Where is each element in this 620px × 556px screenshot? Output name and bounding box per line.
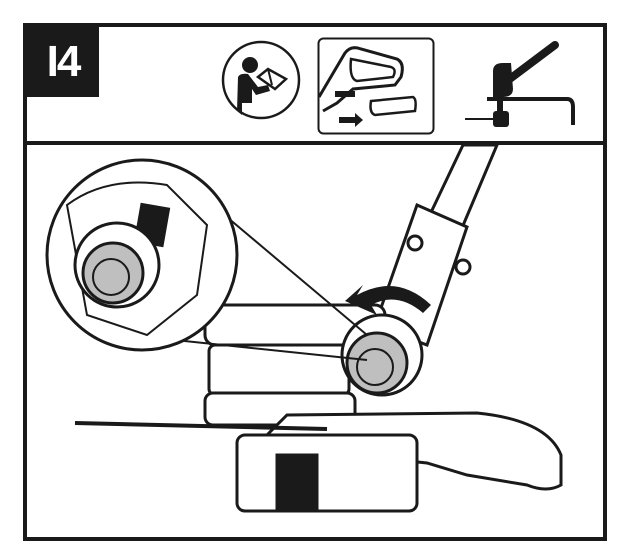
guard bbox=[74, 411, 563, 513]
instruction-panel: I4 bbox=[23, 23, 607, 541]
trimmer-head-icon bbox=[465, 41, 575, 127]
read-manual-icon bbox=[221, 40, 301, 120]
remove-battery-icon bbox=[317, 37, 435, 135]
trimmer-illustration bbox=[45, 143, 563, 513]
step-number: I4 bbox=[27, 27, 99, 97]
rotation-knob bbox=[340, 313, 424, 397]
illustration-area bbox=[27, 143, 603, 537]
instruction-header: I4 bbox=[27, 27, 603, 145]
magnified-detail bbox=[45, 158, 368, 361]
trimmer-shaft bbox=[373, 143, 500, 347]
rotation-arrow-icon bbox=[345, 285, 431, 315]
